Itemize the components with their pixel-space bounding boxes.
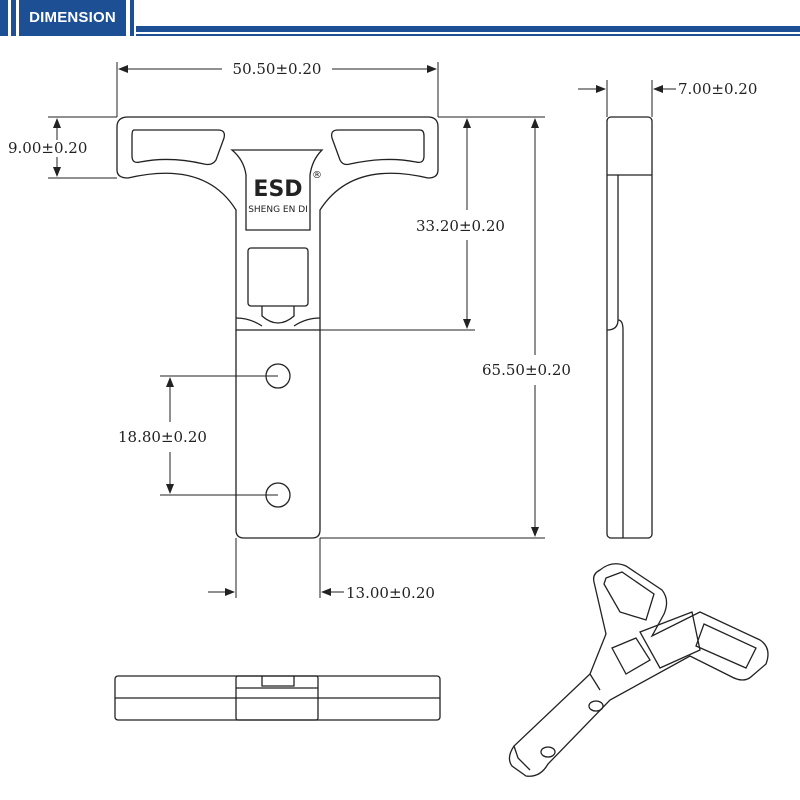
- header-bar-decoration: [130, 0, 134, 36]
- registered-mark: ®: [312, 170, 322, 181]
- logo-plate: [230, 149, 324, 231]
- dim-head-height-label: 33.20±0.20: [416, 217, 505, 235]
- isometric-view: [508, 563, 769, 777]
- dim-thickness-label: 7.00±0.20: [678, 80, 757, 98]
- dim-stem-width-label: 13.00±0.20: [346, 584, 435, 602]
- header-rule: [136, 26, 800, 32]
- bottom-view: [114, 675, 441, 721]
- side-view: [606, 116, 653, 539]
- front-view: [116, 116, 439, 539]
- socket-notch: [261, 306, 295, 324]
- dim-width-label: 50.50±0.20: [233, 60, 322, 78]
- dimension-lines: [48, 62, 676, 598]
- right-wing-window: [330, 129, 425, 166]
- header-bar-decoration: [11, 0, 16, 36]
- logo-caption: SHENG EN DI: [248, 205, 308, 215]
- t-handle-outline: [116, 116, 439, 331]
- dim-wing-height-label: 9.00±0.20: [8, 139, 87, 157]
- header-bar-decoration: [0, 0, 8, 36]
- esd-logo: ESD ® SHENG EN DI: [248, 170, 322, 215]
- dim-total-height-label: 65.50±0.20: [482, 361, 571, 379]
- stem-outline: [235, 330, 321, 539]
- header-rule-thin: [136, 34, 800, 36]
- logo-letters: ESD: [253, 177, 302, 202]
- dim-hole-spacing-label: 18.80±0.20: [118, 428, 207, 446]
- page-title: DIMENSION: [19, 0, 126, 36]
- stem-shoulder: [235, 317, 321, 327]
- header-banner: DIMENSION: [0, 0, 800, 40]
- square-socket: [247, 247, 309, 307]
- left-wing-window: [131, 129, 226, 166]
